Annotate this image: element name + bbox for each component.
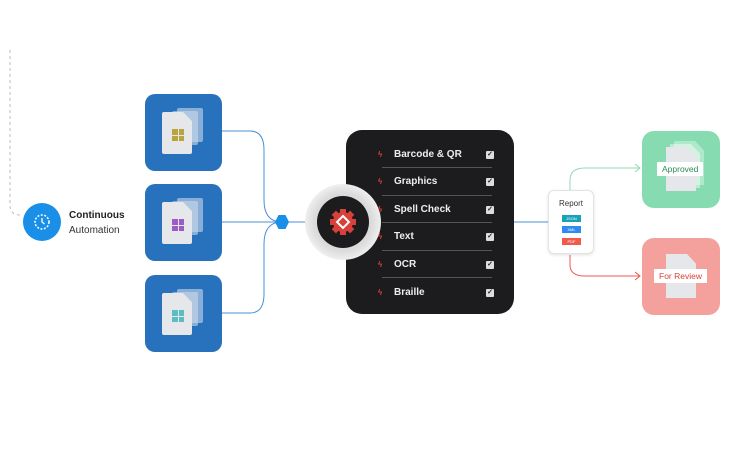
clock-icon <box>23 203 61 241</box>
bolt-icon: ϟ <box>378 260 383 269</box>
document-icon <box>162 112 192 154</box>
review-label: For Review <box>654 269 707 283</box>
format-xml: XML <box>562 226 581 233</box>
bolt-icon: ϟ <box>378 150 383 159</box>
trigger-subtitle: Automation <box>69 225 120 236</box>
checkbox-icon: ✓ <box>486 205 494 214</box>
bolt-icon: ϟ <box>378 288 383 297</box>
bolt-icon: ϟ <box>378 177 383 186</box>
input-document-tile <box>145 94 222 171</box>
trigger-title: Continuous <box>69 210 125 221</box>
approved-label: Approved <box>657 162 704 176</box>
checkbox-icon: ✓ <box>486 288 494 297</box>
approved-tile: Approved <box>642 131 720 208</box>
connector-bottom <box>222 221 283 314</box>
report-card: Report JSON XML PDF <box>548 190 594 254</box>
format-json: JSON <box>562 215 581 222</box>
document-icon <box>162 293 192 335</box>
cloud-hub-icon <box>275 215 289 229</box>
checkbox-icon: ✓ <box>486 150 494 159</box>
review-tile: For Review <box>642 238 720 315</box>
trigger-dashed-line <box>9 50 21 216</box>
input-document-tile <box>145 275 222 352</box>
engine-gear-icon <box>317 196 369 248</box>
checkbox-icon: ✓ <box>486 177 494 186</box>
bolt-icon: ϟ <box>378 232 383 241</box>
checkbox-icon: ✓ <box>486 260 494 269</box>
connector-top <box>222 130 283 223</box>
report-title: Report <box>558 199 583 208</box>
format-pdf: PDF <box>562 238 581 245</box>
arrow-approved <box>569 163 641 190</box>
bolt-icon: ϟ <box>378 205 383 214</box>
arrow-review <box>569 255 641 281</box>
document-icon <box>162 202 192 244</box>
checkbox-icon: ✓ <box>486 232 494 241</box>
input-document-tile <box>145 184 222 261</box>
